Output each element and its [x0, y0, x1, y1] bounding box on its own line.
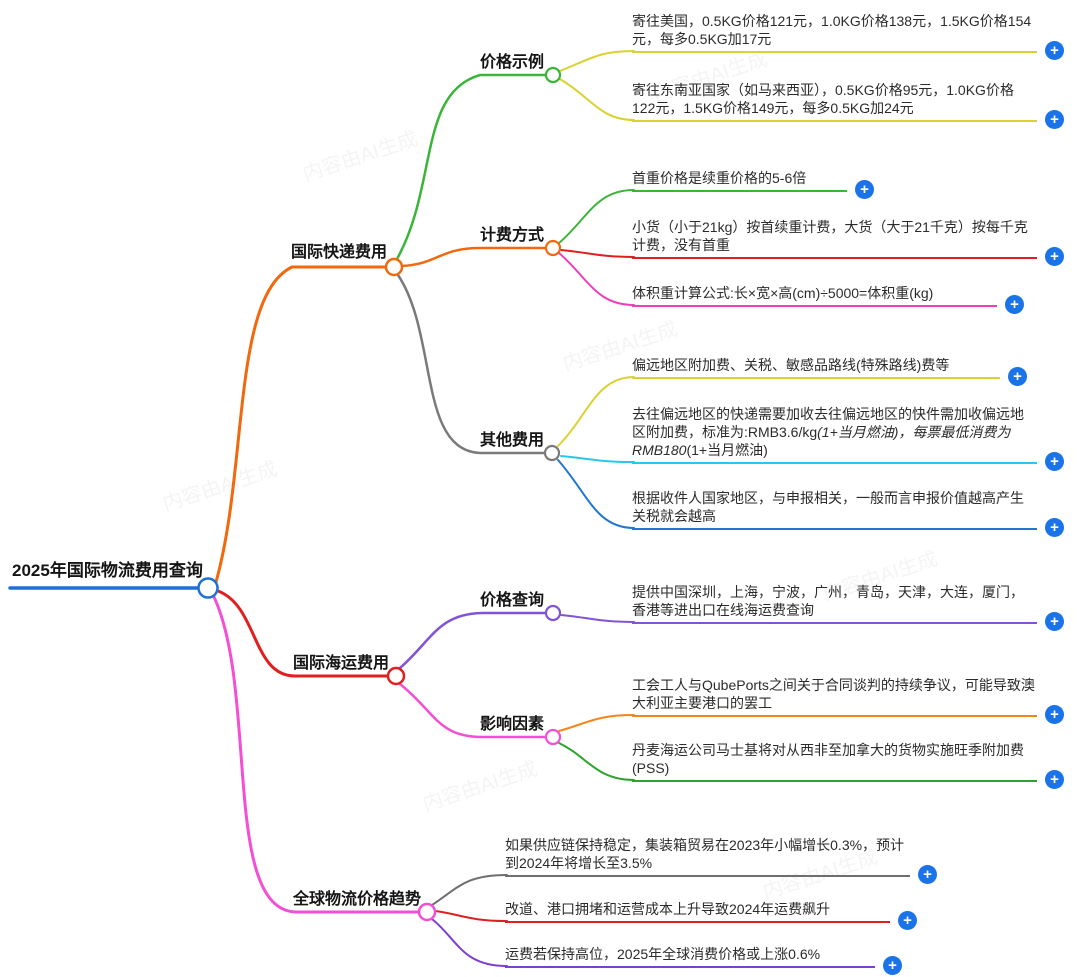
topic-influence-factors[interactable]: 影响因素 [480, 716, 545, 733]
leaf-customs-duty[interactable]: 根据收件人国家地区，与申报相关，一般而言申报价值越高产生关税就会越高 + [632, 489, 1064, 537]
leaf-text: 偏远地区附加费、关税、敏感品路线(特殊路线)费等 [632, 357, 950, 373]
plus-icon: + [923, 866, 932, 883]
connector-factors [398, 682, 548, 739]
add-child-button[interactable]: + [898, 911, 917, 930]
add-child-button[interactable]: + [1045, 110, 1064, 129]
leaf-text: 运费若保持高位，2025年全球消费价格或上涨0.6% [505, 946, 821, 962]
node-circle-billing[interactable] [544, 239, 562, 257]
leaf-consumer-price[interactable]: 运费若保持高位，2025年全球消费价格或上涨0.6% + [505, 945, 902, 975]
node-circle-factors[interactable] [544, 728, 562, 746]
node-circle-express[interactable] [384, 257, 404, 277]
plus-icon: + [1050, 613, 1059, 630]
connector-sea [216, 589, 390, 678]
connector-leaf [558, 742, 635, 781]
plus-icon: + [1050, 111, 1059, 128]
leaf-sea-price[interactable]: 寄往东南亚国家（如马来西亚），0.5KG价格95元，1.0KG价格122元，1.… [632, 81, 1064, 129]
plus-icon: + [1013, 368, 1022, 385]
leaf-text: 小货（小于21kg）按首续重计费，大货（大于21千克）按每千克计费，没有首重 [632, 219, 1028, 253]
connector-other-fees [396, 273, 547, 455]
leaf-text-italic: (1+当月燃油)，每票最低消费为RMB180 [632, 424, 1011, 458]
leaf-text: 工会工人与QubePorts之间关于合同谈判的持续争议，可能导致澳大利亚主要港口… [632, 677, 1035, 711]
connector-price-example [395, 73, 548, 261]
leaf-text: 丹麦海运公司马士基将对从西非至加拿大的货物实施旺季附加费(PSS) [632, 742, 1024, 776]
topic-price-example[interactable]: 价格示例 [480, 54, 545, 71]
connector-billing [400, 246, 548, 268]
leaf-volume-weight[interactable]: 体积重计算公式:长×宽×高(cm)÷5000=体积重(kg) + [632, 284, 1024, 314]
plus-icon: + [1050, 519, 1059, 536]
leaf-text: (1+当月燃油) [686, 442, 768, 458]
connector-leaf [559, 50, 635, 72]
leaf-text: 寄往东南亚国家（如马来西亚），0.5KG价格95元，1.0KG价格122元，1.… [632, 82, 1014, 116]
leaf-text: 改道、港口拥堵和运营成本上升导致2024年运费飙升 [505, 901, 831, 917]
topic-sea-freight-fees[interactable]: 国际海运费用 [293, 655, 390, 672]
connector-leaf [559, 78, 635, 121]
leaf-usa-price[interactable]: 寄往美国，0.5KG价格121元，1.0KG价格138元，1.5KG价格154元… [632, 12, 1064, 60]
leaf-text: 首重价格是续重价格的5-6倍 [632, 170, 807, 186]
add-child-button[interactable]: + [1045, 247, 1064, 266]
leaf-text: 提供中国深圳，上海，宁波，广州，青岛，天津，大连，厦门，香港等进出口在线海运费查… [632, 584, 1024, 618]
add-child-button[interactable]: + [1045, 705, 1064, 724]
add-child-button[interactable]: + [883, 956, 902, 975]
connector-leaf [560, 455, 635, 463]
topic-express-fees[interactable]: 国际快递费用 [291, 244, 388, 261]
leaf-text: 寄往美国，0.5KG价格121元，1.0KG价格138元，1.5KG价格154元… [632, 13, 1032, 47]
plus-icon: + [903, 912, 912, 929]
leaf-small-big-cargo[interactable]: 小货（小于21kg）按首续重计费，大货（大于21千克）按每千克计费，没有首重 + [632, 218, 1064, 266]
node-circle-price-example[interactable] [544, 66, 562, 84]
topic-other-fees[interactable]: 其他费用 [480, 432, 545, 449]
root-topic[interactable]: 2025年国际物流费用查询 [12, 561, 203, 580]
plus-icon: + [1050, 42, 1059, 59]
connector-leaf [557, 376, 635, 447]
node-circle-sea[interactable] [386, 666, 406, 686]
plus-icon: + [1050, 248, 1059, 265]
node-circle-trend[interactable] [417, 902, 437, 922]
plus-icon: + [1050, 771, 1059, 788]
leaf-port-query[interactable]: 提供中国深圳，上海，宁波，广州，青岛，天津，大连，厦门，香港等进出口在线海运费查… [632, 583, 1064, 631]
root-node-circle[interactable] [197, 577, 219, 599]
connector-leaf [558, 252, 635, 306]
leaf-freight-surge[interactable]: 改道、港口拥堵和运营成本上升导致2024年运费飙升 + [505, 900, 917, 930]
leaf-strike-risk[interactable]: 工会工人与QubePorts之间关于合同谈判的持续争议，可能导致澳大利亚主要港口… [632, 676, 1064, 724]
leaf-text: 去往偏远地区的快递需要加收去往偏远地区的快件需加收偏远地区附加费，标准为:RMB… [632, 406, 1024, 440]
leaf-container-trade[interactable]: 如果供应链保持稳定，集装箱贸易在2023年小幅增长0.3%，预计到2024年将增… [505, 836, 937, 884]
node-circle-price-query[interactable] [544, 604, 562, 622]
add-child-button[interactable]: + [918, 865, 937, 884]
plus-icon: + [1010, 296, 1019, 313]
node-circle-other-fees[interactable] [543, 444, 561, 462]
plus-icon: + [860, 181, 869, 198]
connector-leaf [560, 614, 635, 623]
add-child-button[interactable]: + [855, 180, 874, 199]
connector-leaf [557, 459, 635, 529]
add-child-button[interactable]: + [1008, 367, 1027, 386]
leaf-text: 如果供应链保持稳定，集装箱贸易在2023年小幅增长0.3%，预计到2024年将增… [505, 837, 905, 871]
topic-price-query[interactable]: 价格查询 [480, 592, 545, 609]
connector-leaf [431, 874, 508, 906]
leaf-remote-area-fee[interactable]: 去往偏远地区的快递需要加收去往偏远地区的快件需加收偏远地区附加费，标准为:RMB… [632, 405, 1064, 471]
topic-billing-method[interactable]: 计费方式 [480, 227, 545, 244]
leaf-surcharges[interactable]: 偏远地区附加费、关税、敏感品路线(特殊路线)费等 + [632, 356, 1027, 386]
connector-leaf [558, 714, 635, 732]
add-child-button[interactable]: + [1045, 518, 1064, 537]
connector-leaf [431, 918, 508, 967]
leaf-first-weight[interactable]: 首重价格是续重价格的5-6倍 + [632, 169, 874, 199]
connector-leaf [434, 910, 508, 922]
leaf-text: 根据收件人国家地区，与申报相关，一般而言申报价值越高产生关税就会越高 [632, 490, 1024, 524]
plus-icon: + [1050, 453, 1059, 470]
topic-global-price-trend[interactable]: 全球物流价格趋势 [293, 891, 422, 908]
connector-trend [212, 595, 421, 914]
add-child-button[interactable]: + [1045, 770, 1064, 789]
plus-icon: + [1050, 706, 1059, 723]
add-child-button[interactable]: + [1045, 452, 1064, 471]
leaf-text: 体积重计算公式:长×宽×高(cm)÷5000=体积重(kg) [632, 285, 934, 301]
plus-icon: + [888, 957, 897, 974]
leaf-maersk-pss[interactable]: 丹麦海运公司马士基将对从西非至加拿大的货物实施旺季附加费(PSS) + [632, 741, 1064, 789]
add-child-button[interactable]: + [1005, 295, 1024, 314]
connector-express [214, 265, 388, 584]
add-child-button[interactable]: + [1045, 612, 1064, 631]
connector-leaf [558, 189, 635, 244]
connector-leaf [560, 249, 635, 258]
connector-price-query [398, 611, 548, 670]
add-child-button[interactable]: + [1045, 41, 1064, 60]
